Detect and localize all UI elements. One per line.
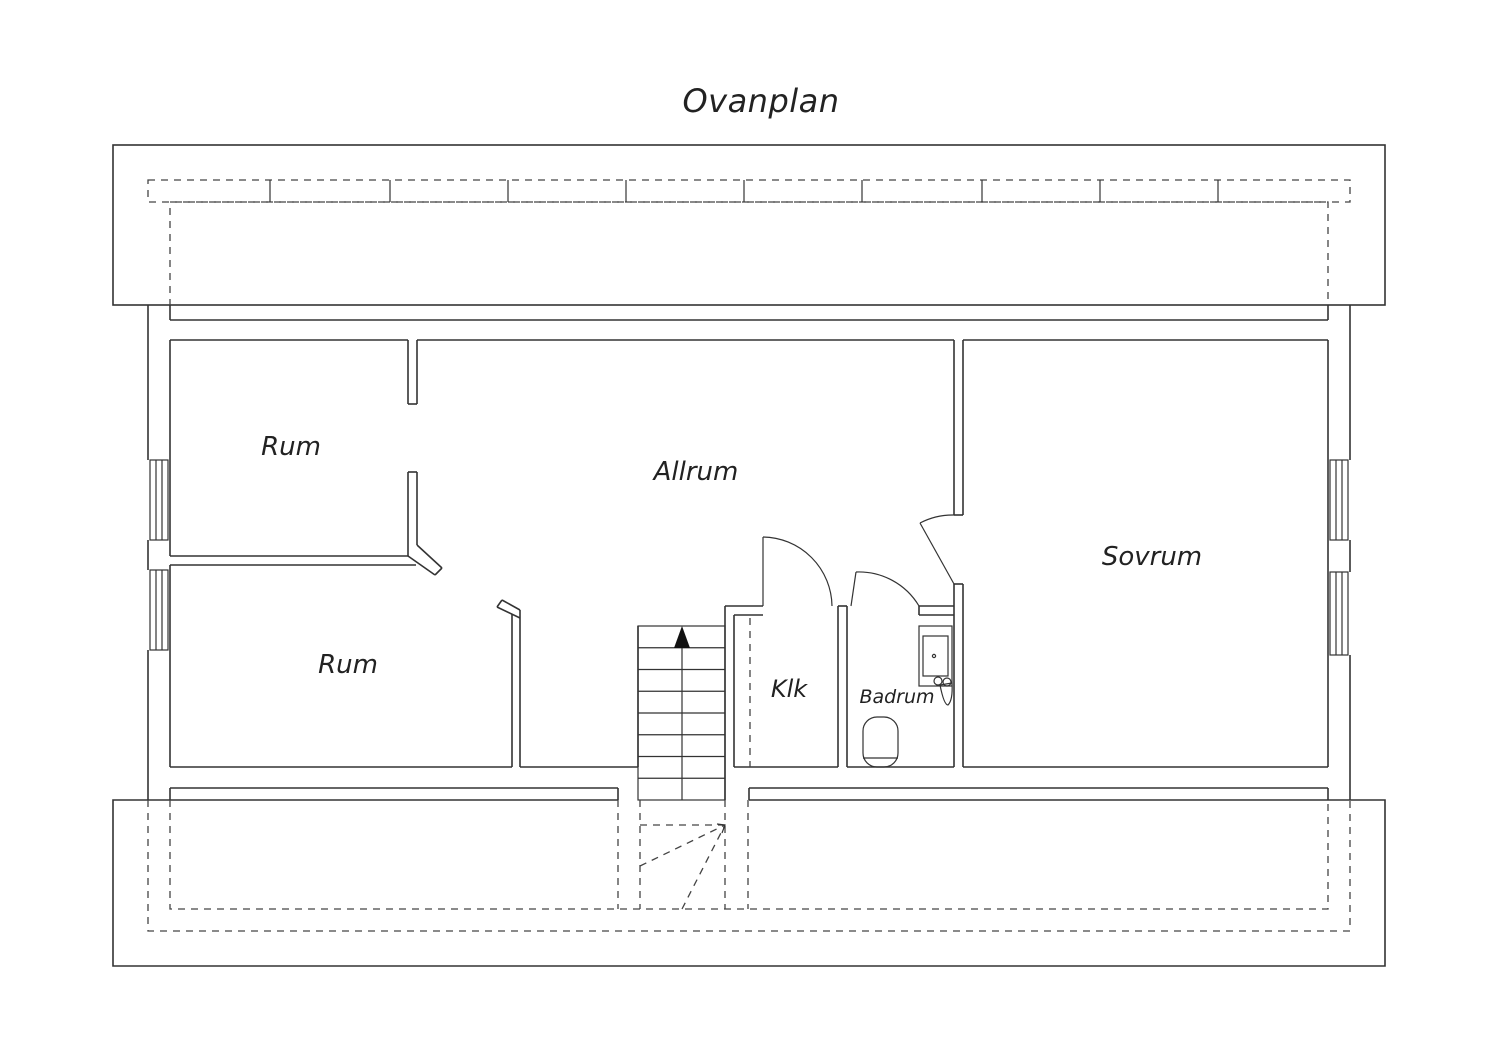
window-right-upper	[1329, 459, 1349, 541]
staircase	[637, 625, 726, 801]
window-left-upper	[149, 459, 169, 541]
roof-truss-ticks	[269, 180, 1219, 202]
door-sovrum	[919, 514, 955, 585]
room-label-allrum: Allrum	[652, 457, 739, 487]
window-left-lower	[149, 569, 169, 651]
door-klk	[762, 536, 833, 607]
interior-walls	[169, 339, 1329, 800]
plan-title: Ovanplan	[682, 82, 840, 120]
toilet-icon	[862, 716, 899, 768]
shower-icon	[939, 682, 953, 706]
stair-direction-arrow-icon	[674, 626, 690, 648]
room-label-sovrum: Sovrum	[1102, 542, 1202, 572]
upper-roof-eave	[112, 144, 1386, 306]
room-label-rum-upper: Rum	[261, 432, 321, 462]
door-badrum	[850, 571, 920, 607]
bathroom-fixtures	[862, 625, 953, 768]
lower-roof-eave	[112, 787, 1386, 967]
room-label-badrum: Badrum	[859, 686, 934, 708]
room-label-rum-lower: Rum	[318, 650, 378, 680]
window-right-lower	[1329, 571, 1349, 656]
exterior-walls	[147, 305, 1351, 800]
room-label-klk: Klk	[771, 675, 808, 703]
